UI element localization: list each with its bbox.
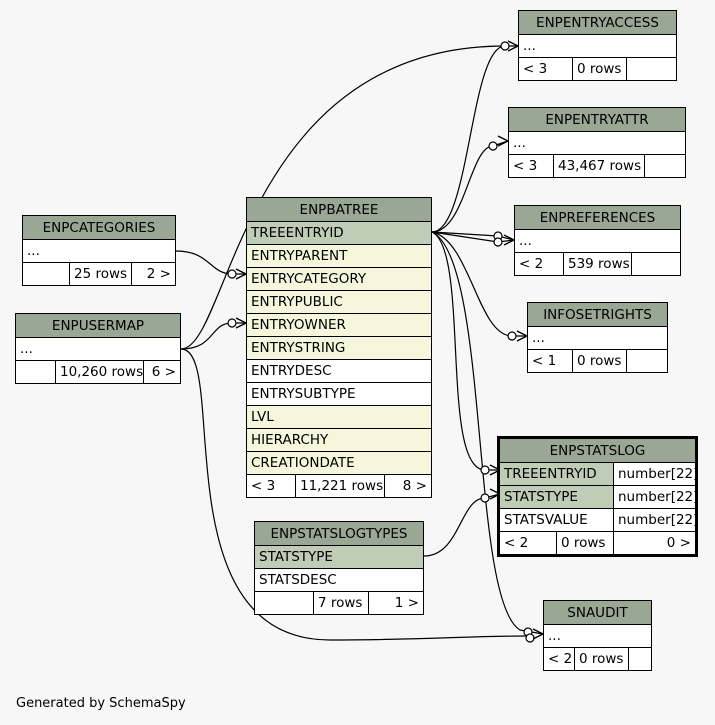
table-snaudit[interactable]: SNAUDIT ... < 2 0 rows (543, 600, 652, 671)
edge-endpoint-icon (480, 493, 490, 503)
edge-endpoint-icon (525, 633, 535, 643)
table-header[interactable]: SNAUDIT (544, 601, 651, 624)
table-header[interactable]: INFOSETRIGHTS (528, 303, 667, 326)
column-row: ENTRYCATEGORY (247, 267, 431, 290)
column-row: ENTRYPARENT (247, 244, 431, 267)
table-header[interactable]: ENPENTRYACCESS (519, 11, 676, 34)
column-row: ENTRYSUBTYPE (247, 382, 431, 405)
table-enpusermap[interactable]: ENPUSERMAP ... 10,260 rows 6 > (15, 313, 181, 384)
column-row: ENTRYPUBLIC (247, 290, 431, 313)
table-enpentryattr[interactable]: ENPENTRYATTR ... < 3 43,467 rows (508, 107, 686, 178)
table-enpstatslog[interactable]: ENPSTATSLOG TREEENTRYID number[22] STATS… (497, 436, 698, 557)
column-row: ENTRYDESC (247, 359, 431, 382)
column-row: LVL (247, 405, 431, 428)
table-header[interactable]: ENPENTRYATTR (509, 108, 685, 131)
table-header[interactable]: ENPSTATSLOG (500, 439, 695, 462)
edge-batree-statslog (431, 231, 500, 471)
column-row: ENTRYOWNER (247, 313, 431, 336)
table-enpentryaccess[interactable]: ENPENTRYACCESS ... < 3 0 rows (518, 10, 677, 81)
column-row: STATSTYPE (255, 545, 423, 568)
column-row: STATSVALUE number[22] (500, 508, 695, 531)
table-header[interactable]: ENPBATREE (247, 198, 431, 221)
column-row: STATSTYPE number[22] (500, 485, 695, 508)
column-row: TREEENTRYID (247, 221, 431, 244)
edge-batree-entryaccess (431, 45, 518, 233)
generated-by-note: Generated by SchemaSpy (16, 696, 186, 711)
table-header[interactable]: ENPREFERENCES (515, 206, 680, 229)
edge-categories-batree (175, 250, 246, 275)
table-header[interactable]: ENPSTATSLOGTYPES (255, 522, 423, 545)
table-enpcategories[interactable]: ENPCATEGORIES ... 25 rows 2 > (22, 215, 176, 286)
column-row: TREEENTRYID number[22] (500, 462, 695, 485)
edge-endpoint-icon (227, 269, 237, 279)
table-header[interactable]: ENPUSERMAP (16, 314, 180, 337)
column-row: CREATIONDATE (247, 451, 431, 474)
edge-batree-infosetrights (431, 231, 527, 337)
edge-endpoint-icon (227, 318, 237, 328)
table-enpstatslogtypes[interactable]: ENPSTATSLOGTYPES STATSTYPE STATSDESC 7 r… (254, 521, 424, 615)
table-header[interactable]: ENPCATEGORIES (23, 216, 175, 239)
column-row: HIERARCHY (247, 428, 431, 451)
table-infosetrights[interactable]: INFOSETRIGHTS ... < 1 0 rows (527, 302, 668, 373)
edge-batree-snaudit (431, 231, 544, 635)
edge-endpoint-icon (488, 141, 498, 151)
column-row: STATSDESC (255, 568, 423, 591)
table-enpbatree[interactable]: ENPBATREE TREEENTRYID ENTRYPARENT ENTRYC… (246, 197, 432, 498)
edge-endpoint-icon (493, 237, 503, 247)
edge-endpoint-icon (480, 465, 490, 475)
edge-usermap-snaudit (180, 348, 528, 641)
edge-batree-entryattr (431, 140, 509, 233)
edge-endpoint-icon (507, 331, 517, 341)
edge-endpoint-icon (500, 41, 510, 51)
column-row: ENTRYSTRING (247, 336, 431, 359)
table-enppreferences[interactable]: ENPREFERENCES ... < 2 539 rows (514, 205, 681, 276)
